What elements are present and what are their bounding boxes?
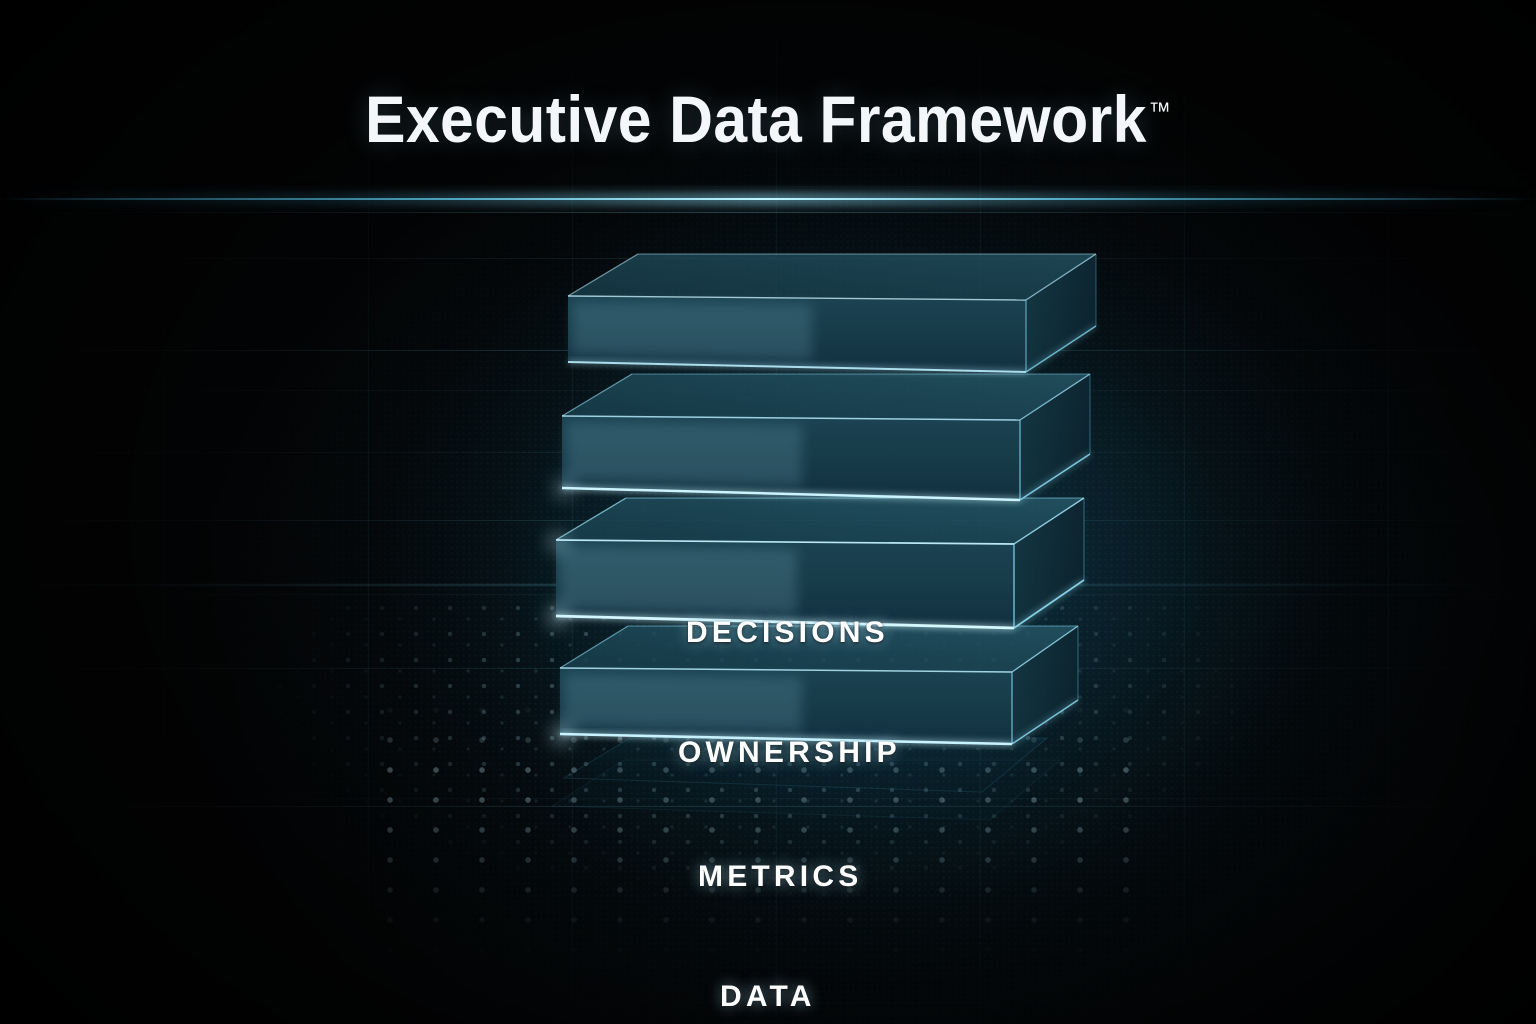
page-title-block: Executive Data Framework™: [0, 86, 1536, 152]
base-reflection-plane-lower: [550, 759, 1062, 821]
layer-stack-diagram: DECISIONS OWNERSHIP METRICS DATA: [512, 253, 1132, 1013]
page-title: Executive Data Framework™: [365, 86, 1171, 152]
trademark-symbol: ™: [1148, 98, 1171, 125]
base-reflection-plane: [562, 737, 1049, 793]
title-divider-line: [0, 198, 1536, 200]
title-divider: [0, 192, 1536, 206]
page-title-text: Executive Data Framework: [365, 82, 1147, 156]
slab-sheen: [560, 302, 812, 732]
